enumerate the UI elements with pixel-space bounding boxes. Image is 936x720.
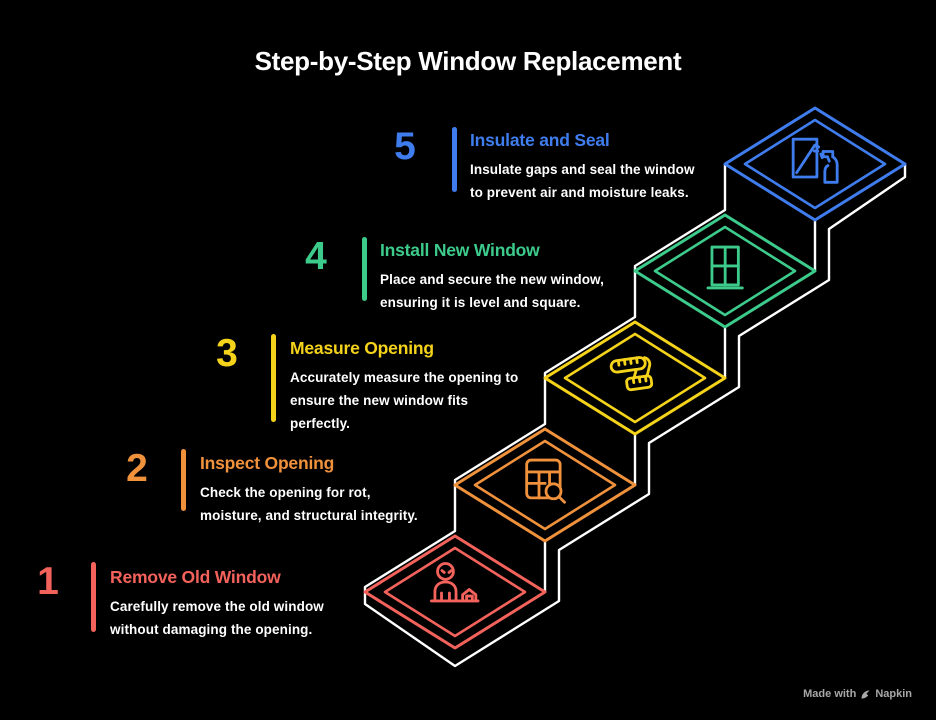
step-5-number: 5: [394, 125, 416, 168]
step-5-title: Insulate and Seal: [470, 130, 610, 150]
step-4-inner-diamond: [653, 225, 797, 317]
step-4-title: Install New Window: [380, 240, 540, 260]
step-5-outer-diamond: [723, 106, 907, 222]
step-5-accent-bar: [452, 127, 457, 192]
table-search-icon: [525, 458, 566, 504]
person-house-icon: [429, 562, 480, 603]
step-3-title: Measure Opening: [290, 338, 434, 358]
step-5-desc-line: to prevent air and moisture leaks.: [470, 185, 689, 200]
step-4-accent-bar: [362, 237, 367, 301]
step-1-desc-line: Carefully remove the old window: [110, 599, 324, 614]
stair-riser-edges: [543, 218, 817, 594]
step-2-accent-bar: [181, 449, 186, 511]
step-4-platform: [633, 213, 817, 329]
step-5-desc-line: Insulate gaps and seal the window: [470, 162, 695, 177]
step-2-inner-diamond: [473, 439, 617, 531]
step-1-number: 1: [37, 560, 59, 603]
watermark-prefix: Made with: [803, 688, 857, 700]
window-spray-icon: [791, 137, 839, 184]
step-5-inner-diamond: [743, 118, 887, 210]
step-1-title: Remove Old Window: [110, 567, 281, 587]
step-1-accent-bar: [91, 562, 96, 632]
step-2-number: 2: [126, 447, 148, 490]
step-4-number: 4: [305, 235, 327, 278]
made-with-napkin: Made with Napkin: [803, 688, 912, 700]
step-2-desc-line: moisture, and structural integrity.: [200, 508, 418, 523]
step-2-desc-line: Check the opening for rot,: [200, 485, 371, 500]
step-3-desc-line: perfectly.: [290, 416, 351, 431]
step-2-platform: [453, 427, 637, 543]
step-3-desc-line: ensure the new window fits: [290, 393, 469, 408]
page-title: Step-by-Step Window Replacement: [254, 46, 682, 76]
measuring-tape-icon: [609, 356, 654, 392]
step-2-title: Inspect Opening: [200, 453, 335, 473]
step-4-desc-line: Place and secure the new window,: [380, 272, 605, 287]
step-4-desc-line: ensuring it is level and square.: [380, 295, 581, 310]
step-3-inner-diamond: [563, 332, 707, 424]
window-icon: [706, 245, 744, 290]
step-1-desc-line: without damaging the opening.: [110, 622, 313, 637]
stair-silhouette: [363, 162, 907, 668]
step-3-accent-bar: [271, 334, 276, 422]
step-4-description: Place and secure the new window, ensurin…: [380, 268, 604, 314]
step-3-description: Accurately measure the opening to ensure…: [290, 366, 518, 435]
step-3-platform: [543, 320, 727, 436]
watermark-brand: Napkin: [875, 688, 912, 700]
step-1-description: Carefully remove the old window without …: [110, 595, 324, 641]
step-3-number: 3: [216, 332, 238, 375]
step-5-description: Insulate gaps and seal the window to pre…: [470, 158, 695, 204]
step-1-inner-diamond: [383, 546, 527, 638]
step-2-description: Check the opening for rot, moisture, and…: [200, 481, 418, 527]
step-5-platform: [723, 106, 907, 222]
step-2-outer-diamond: [453, 427, 637, 543]
step-1-platform: [363, 534, 547, 650]
step-3-desc-line: Accurately measure the opening to: [290, 370, 519, 385]
stair-outline: [363, 162, 907, 668]
napkin-pen-icon: [861, 689, 870, 699]
